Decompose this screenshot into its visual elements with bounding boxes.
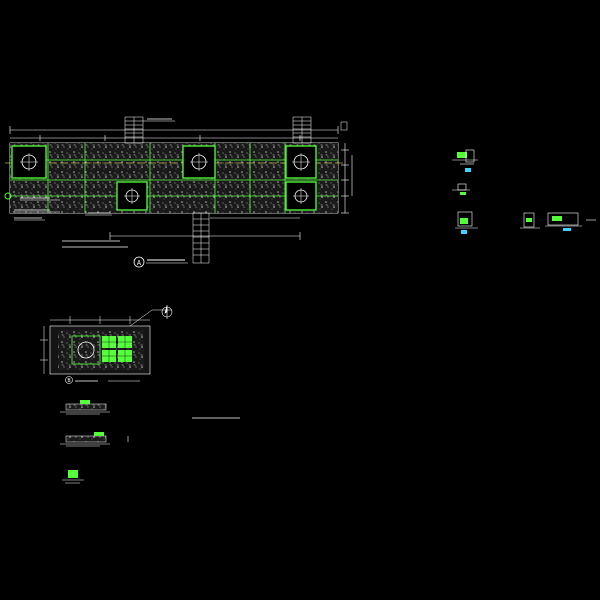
main-plan: A xyxy=(4,116,353,268)
tree-pit xyxy=(285,181,317,211)
dimension-text-block xyxy=(340,121,348,131)
tree-pit xyxy=(11,145,47,179)
tree-pit xyxy=(285,145,317,179)
plan-title: A xyxy=(133,256,188,268)
staircase-bottom xyxy=(192,212,210,264)
staircase-top-left xyxy=(124,116,144,144)
annotation-leaders xyxy=(14,120,175,221)
bottom-dimension-line xyxy=(109,217,301,240)
annotation-text xyxy=(14,118,172,248)
right-dimension-line xyxy=(341,143,353,214)
section-detail xyxy=(62,470,84,484)
section-detail xyxy=(60,400,110,415)
top-dimension-line xyxy=(9,126,339,141)
section-detail xyxy=(60,432,129,447)
plan-label-mark: A xyxy=(137,259,142,267)
detail-fragment xyxy=(545,212,596,231)
section-marker-icon xyxy=(4,192,12,200)
detail-fragment xyxy=(452,183,470,195)
detail-plan: B xyxy=(40,309,172,384)
staircase-top-right xyxy=(292,116,312,144)
detail-fragment xyxy=(452,149,478,172)
detail-fragment xyxy=(520,212,540,229)
detail-plan-label-mark: B xyxy=(67,378,70,384)
tree-pit xyxy=(116,181,148,211)
north-arrow-icon xyxy=(161,305,173,319)
detail-plan-title: B xyxy=(65,376,140,384)
detail-fragment xyxy=(455,211,478,234)
tree-pit xyxy=(182,145,216,179)
paving-area xyxy=(9,142,339,214)
